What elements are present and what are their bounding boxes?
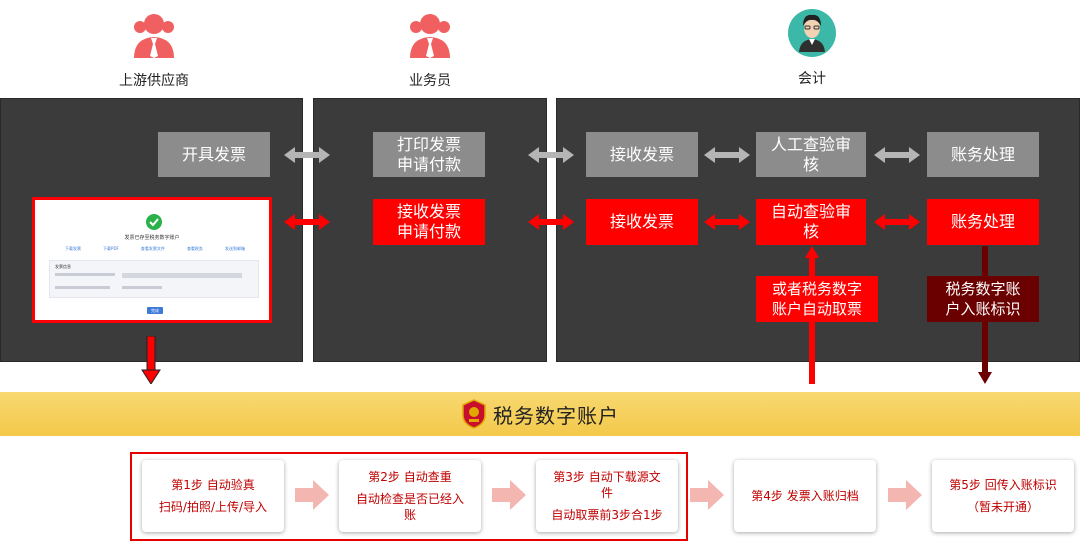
accounting-gray-box: 账务处理	[927, 132, 1039, 177]
banner-title: 税务数字账户	[493, 403, 619, 428]
red-double-arrow	[284, 214, 330, 230]
gray-double-arrow	[704, 147, 750, 163]
issue-invoice-box: 开具发票	[158, 132, 270, 177]
actor-salesman: 业务员	[360, 10, 500, 90]
step-title: 第3步 自动下载源文 件	[553, 470, 661, 500]
receive-invoice-red-box: 接收发票	[586, 199, 698, 245]
red-double-arrow	[528, 214, 574, 230]
actor-label: 业务员	[409, 73, 451, 89]
step-subtitle: （暂未开通）	[966, 500, 1039, 514]
thumb-link: 查看税务	[186, 246, 203, 251]
thumb-link: 下载发票	[65, 246, 81, 251]
step-subtitle: 扫码/拍照/上传/导入	[158, 500, 268, 514]
woman-avatar-icon	[787, 8, 837, 58]
step-title: 第5步 回传入账标识	[949, 478, 1057, 492]
auto-fetch-box: 或者税务数字 账户自动取票	[756, 276, 878, 322]
step-arrow-icon	[888, 480, 922, 510]
step-4-card: 第4步 发票入账归档	[734, 460, 876, 532]
manual-check-box: 人工查验审 核	[756, 132, 866, 177]
box-label: 接收发票	[609, 212, 674, 231]
gray-double-arrow	[874, 147, 920, 163]
box-label: 或者税务数字 账户自动取票	[771, 280, 862, 318]
step-title: 第1步 自动验真	[171, 478, 255, 492]
thumb-section-title: 发票信息	[55, 264, 71, 269]
fetch-up-arrow	[805, 246, 819, 384]
person-tie-icon	[405, 10, 455, 60]
thumb-blurred-row	[55, 273, 115, 276]
account-mark-box: 税务数字账 户入账标识	[927, 276, 1039, 322]
step-1-card: 第1步 自动验真 扫码/拍照/上传/导入	[142, 460, 284, 532]
invoice-success-screenshot: 发票已存至税务数字账户 下载发票 下载PDF 查看发票文件 查看税务 发送到邮箱…	[32, 197, 272, 323]
receive-invoice-apply-box: 接收发票 申请付款	[373, 199, 485, 245]
step-5-card: 第5步 回传入账标识 （暂未开通）	[932, 460, 1074, 532]
step-arrow-icon	[295, 480, 329, 510]
actor-upstream-supplier: 上游供应商	[84, 10, 224, 90]
box-label: 账务处理	[950, 144, 1015, 164]
thumb-link: 下载PDF	[103, 246, 119, 251]
red-double-arrow	[874, 214, 920, 230]
success-title: 发票已存至税务数字账户	[124, 235, 180, 241]
box-label: 人工查验审 核	[770, 134, 851, 174]
box-label: 接收发票 申请付款	[396, 202, 461, 241]
thumb-link: 查看发票文件	[140, 246, 165, 251]
gray-double-arrow	[284, 147, 330, 163]
step-title: 第4步 发票入账归档	[751, 489, 859, 503]
step-subtitle: 自动取票前3步合1步	[551, 508, 663, 522]
steps-1-3-highlight-frame	[130, 452, 688, 541]
thumb-links: 下载发票 下载PDF 查看发票文件 查看税务 发送到邮箱	[65, 246, 245, 252]
receive-invoice-gray-box: 接收发票	[586, 132, 698, 177]
box-label: 自动查验审 核	[770, 202, 851, 241]
gray-double-arrow	[528, 147, 574, 163]
person-tie-icon	[129, 10, 179, 60]
step-arrow-icon	[492, 480, 526, 510]
red-double-arrow	[704, 214, 750, 230]
actor-label: 会计	[798, 71, 826, 87]
tax-emblem-icon	[461, 399, 487, 429]
thumb-blurred-row	[55, 286, 110, 289]
step-arrow-icon	[690, 480, 724, 510]
thumb-blurred-row	[122, 273, 242, 278]
tax-digital-account-banner: 税务数字账户	[0, 392, 1080, 436]
step-title: 第2步 自动查重	[368, 470, 452, 484]
box-label: 开具发票	[181, 144, 246, 164]
thumb-blurred-row	[122, 286, 162, 289]
auto-check-box: 自动查验审 核	[756, 199, 866, 245]
actor-label: 上游供应商	[119, 73, 189, 89]
box-label: 打印发票 申请付款	[396, 134, 461, 174]
check-circle-icon	[146, 214, 162, 230]
print-invoice-box: 打印发票 申请付款	[373, 132, 485, 177]
supplier-down-arrow	[141, 336, 161, 384]
step-3-card: 第3步 自动下载源文 件 自动取票前3步合1步	[536, 460, 678, 532]
step-2-card: 第2步 自动查重 自动检查是否已经入 账	[339, 460, 481, 532]
step-subtitle: 自动检查是否已经入 账	[355, 492, 464, 522]
mark-down-arrow	[978, 246, 992, 384]
accounting-red-box: 账务处理	[927, 199, 1039, 245]
thumb-info-card: 发票信息	[49, 260, 259, 298]
thumb-done-button: 完成	[147, 307, 163, 314]
box-label: 账务处理	[950, 212, 1015, 231]
box-label: 接收发票	[609, 144, 674, 164]
box-label: 税务数字账 户入账标识	[945, 280, 1021, 318]
thumb-button-label: 完成	[151, 308, 159, 313]
thumb-link: 发送到邮箱	[224, 246, 245, 251]
actor-accountant: 会计	[742, 8, 882, 88]
